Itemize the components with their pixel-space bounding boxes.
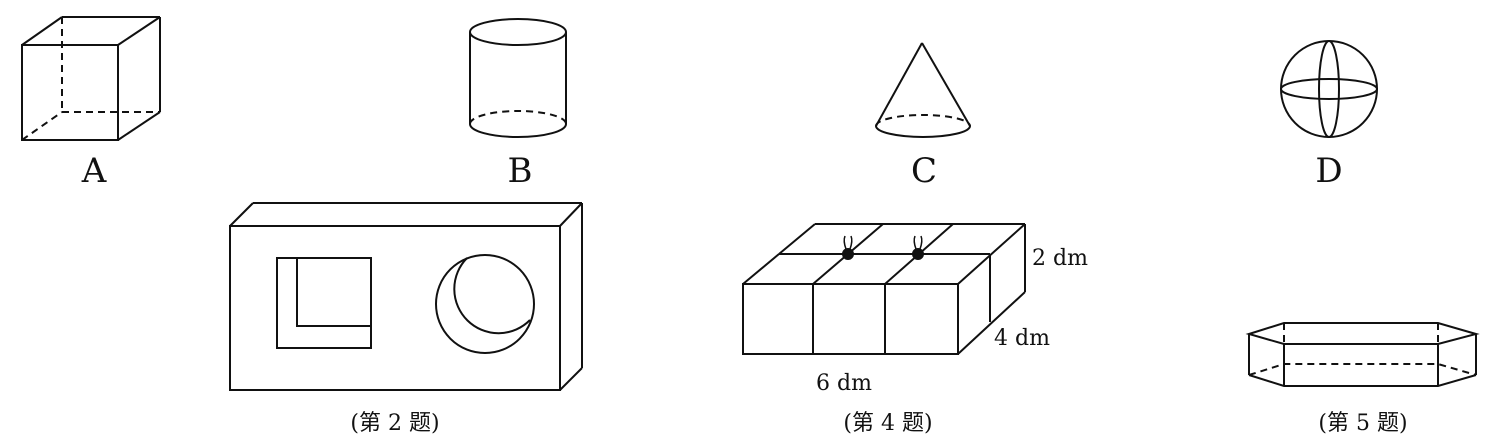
box-with-holes — [229, 202, 583, 391]
block-cuboid — [742, 223, 1026, 355]
label-a: A — [81, 151, 107, 191]
label-d: D — [1315, 151, 1342, 191]
dimension-width: 4 dm — [994, 326, 1050, 351]
square-hole — [276, 257, 372, 349]
label-b: B — [508, 151, 533, 191]
circle-hole — [435, 254, 535, 354]
cylinder-solid — [469, 18, 567, 138]
insect-icon — [912, 235, 924, 260]
label-c: C — [911, 151, 937, 191]
insect-icon — [842, 235, 854, 260]
hexagonal-prism — [1245, 322, 1480, 387]
caption-q2: (第 2 题) — [350, 411, 439, 436]
dimension-length: 6 dm — [816, 371, 872, 396]
sphere-solid — [1280, 40, 1378, 138]
caption-q5: (第 5 题) — [1318, 411, 1407, 436]
caption-q4: (第 4 题) — [843, 411, 932, 436]
cube-solid — [21, 16, 161, 141]
cone-solid — [875, 42, 971, 138]
dimension-height: 2 dm — [1032, 246, 1088, 271]
